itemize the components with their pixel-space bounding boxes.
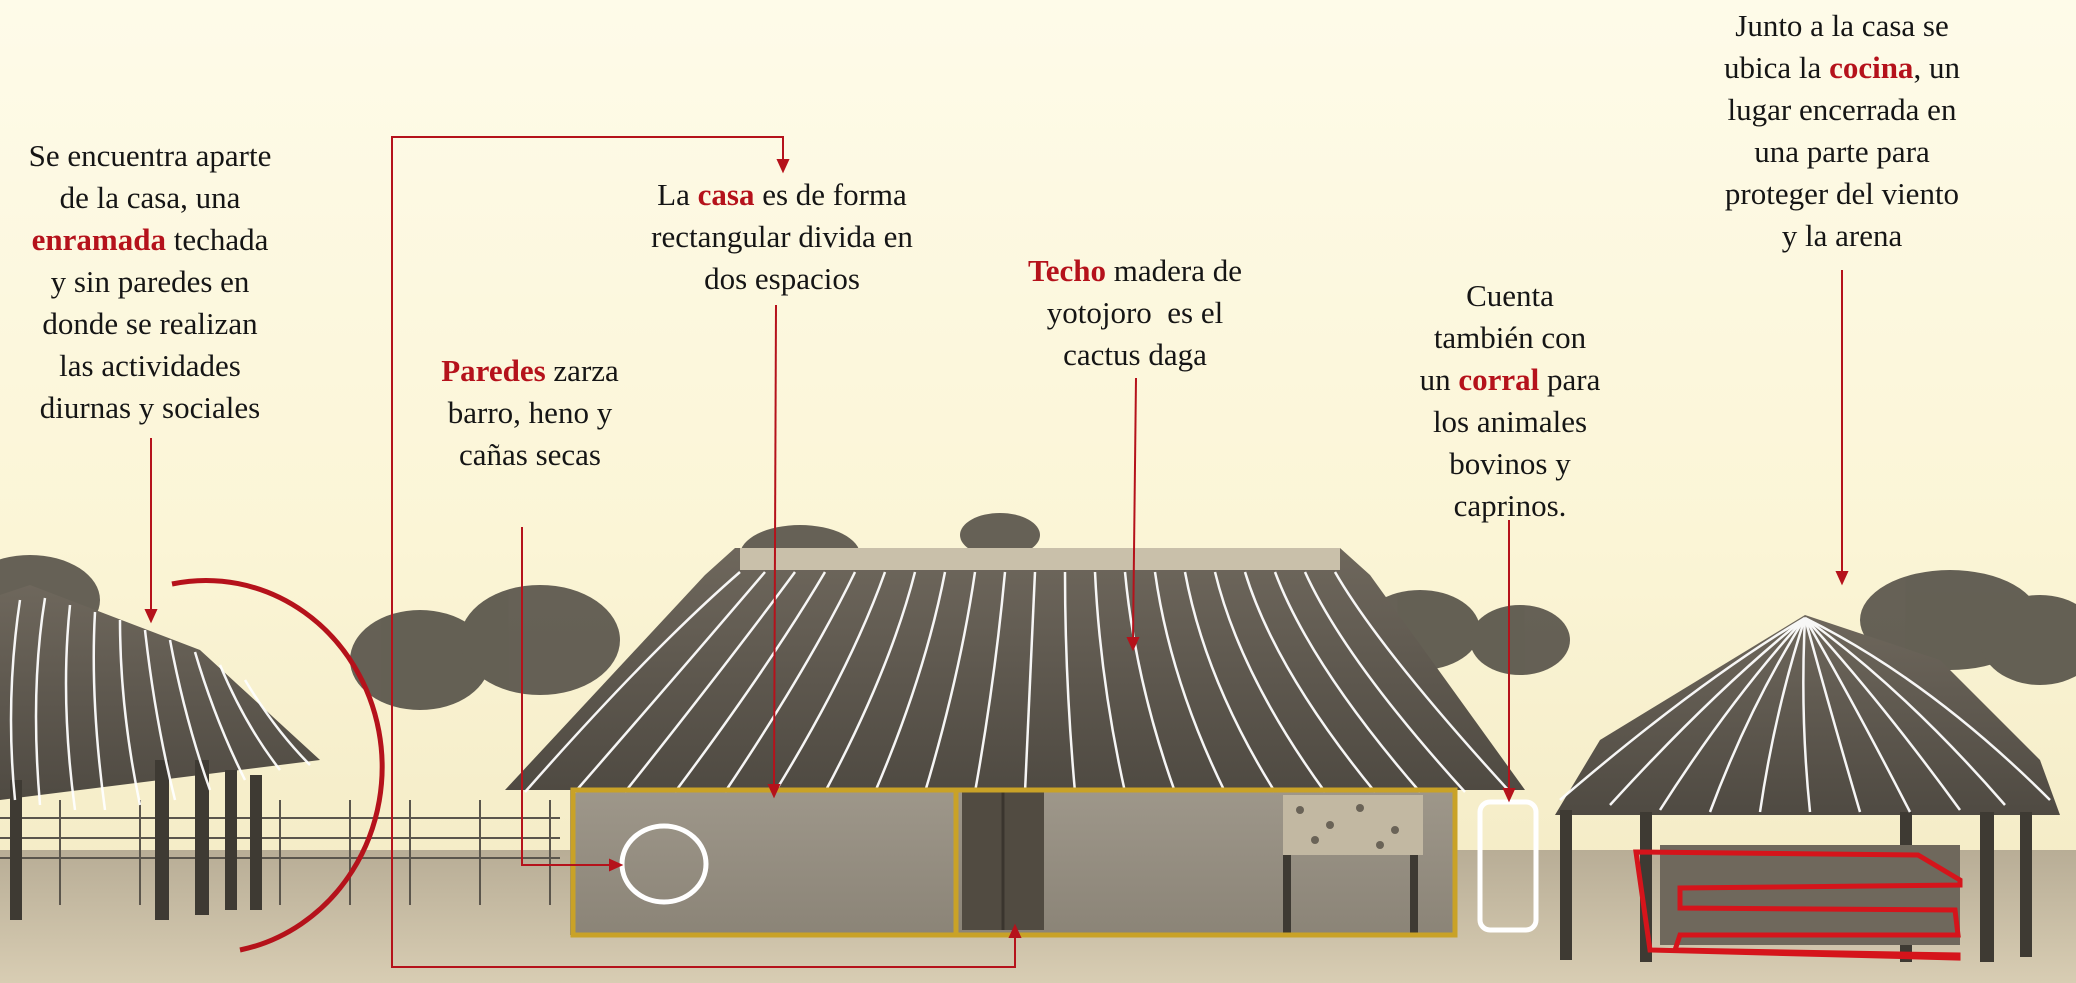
caption-line: es de forma [754, 177, 907, 212]
caption-line: Junto a la casa se [1735, 8, 1949, 43]
caption-line: un [1419, 362, 1459, 397]
caption-line: proteger del viento [1724, 176, 1960, 211]
corral-marker [1477, 799, 1539, 933]
main-house [505, 548, 1525, 935]
caption-line: dos espacios [704, 261, 860, 296]
caption-line: techada [165, 222, 269, 257]
caption-line: La [657, 177, 698, 212]
enramada-shelter [0, 585, 320, 920]
house-outline-right [953, 787, 1458, 938]
caption-line: una parte para [1754, 134, 1930, 169]
caption-line: , un [1913, 50, 1960, 85]
caption-line: donde se realizan [42, 306, 258, 341]
leader-lines [144, 136, 1849, 968]
caption-paredes: Paredes zarza barro, heno y cañas secas [400, 350, 660, 476]
caption-line: las actividades [59, 348, 241, 383]
caption-line: barro, heno y [447, 395, 613, 430]
kitchen-outline [1633, 849, 1963, 961]
caption-line: Se encuentra aparte [28, 138, 272, 173]
caption-techo: Techo madera de yotojoro es el cactus da… [975, 250, 1295, 376]
caption-line: bovinos y [1449, 446, 1571, 481]
caption-casa: La casa es de forma rectangular divida e… [612, 174, 952, 300]
keyword-enramada: enramada [31, 222, 166, 257]
caption-line: también con [1433, 320, 1587, 355]
caption-cocina: Junto a la casa se ubica la cocina, un l… [1672, 5, 2012, 257]
keyword-cocina: cocina [1829, 50, 1914, 85]
caption-line: rectangular divida en [651, 219, 913, 254]
caption-line: y sin paredes en [50, 264, 250, 299]
caption-line: para [1539, 362, 1601, 397]
caption-line: los animales [1432, 404, 1588, 439]
caption-enramada: Se encuentra aparte de la casa, una enra… [0, 135, 300, 429]
enramada-arc-marker [171, 578, 385, 953]
caption-line: de la casa, una [59, 180, 241, 215]
caption-line: madera de [1106, 253, 1243, 288]
caption-line: cactus daga [1063, 337, 1207, 372]
caption-line: caprinos. [1453, 488, 1567, 523]
keyword-paredes: Paredes [441, 353, 546, 388]
caption-line: lugar encerrada en [1727, 92, 1957, 127]
caption-line: cañas secas [459, 437, 601, 472]
wall-sample-circle [619, 823, 709, 905]
keyword-corral: corral [1458, 362, 1540, 397]
caption-line: y la arena [1781, 218, 1903, 253]
caption-line: zarza [545, 353, 619, 388]
caption-line: yotojoro es el [1046, 295, 1224, 330]
cocina-hut [1555, 615, 2060, 962]
wire-fence [0, 800, 560, 905]
caption-line: Cuenta [1466, 278, 1554, 313]
caption-line: diurnas y sociales [39, 390, 261, 425]
keyword-techo: Techo [1027, 253, 1107, 288]
caption-corral: Cuenta también con un corral para los an… [1380, 275, 1640, 527]
caption-line: ubica la [1724, 50, 1830, 85]
keyword-casa: casa [697, 177, 755, 212]
